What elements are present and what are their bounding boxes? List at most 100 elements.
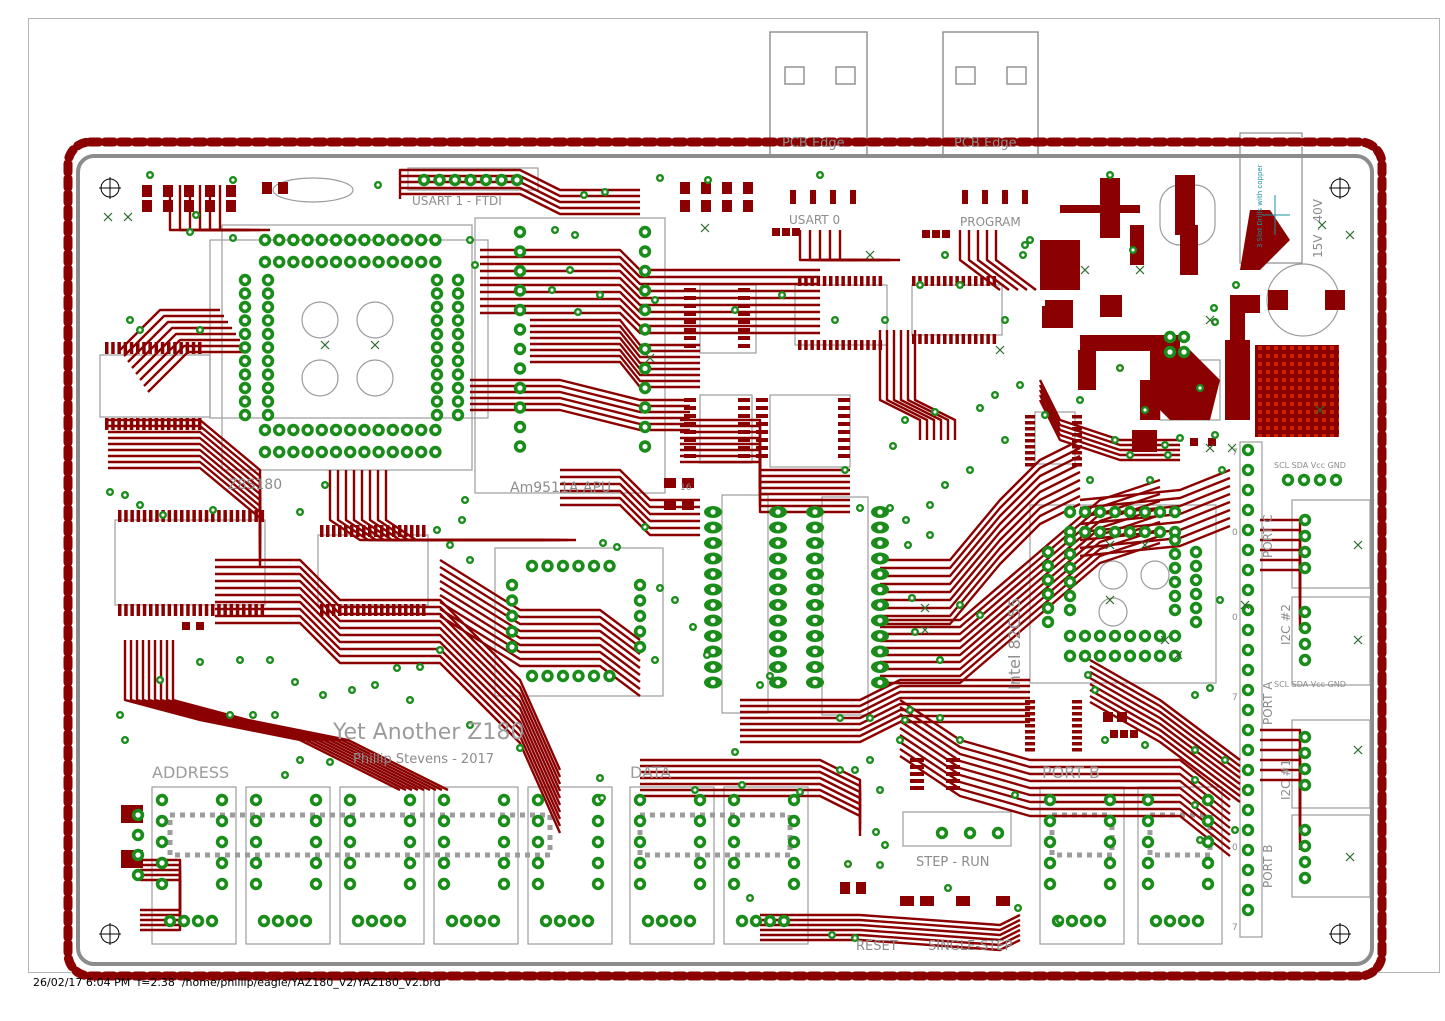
pad-drill (418, 237, 424, 243)
smd-pad (163, 200, 173, 212)
pad-drill (1302, 827, 1308, 833)
pad-drill (517, 229, 523, 235)
pad-drill (1302, 782, 1308, 788)
smd-pad (684, 304, 696, 308)
smd-pad (961, 276, 966, 286)
copper-trace (141, 640, 419, 792)
smd-pad (680, 200, 690, 212)
pad-drill (455, 398, 461, 405)
smd-pad (182, 622, 190, 630)
smd-pad (326, 525, 330, 537)
pad-drill (1285, 477, 1291, 483)
pad-drill (710, 679, 716, 686)
via-drill (1163, 443, 1167, 447)
pad-drill (877, 571, 883, 577)
smd-pad (186, 604, 190, 616)
pad-drill (1157, 653, 1163, 659)
pad-drill (877, 524, 883, 531)
pad-drill (404, 427, 410, 433)
pad-drill (432, 427, 438, 433)
pad-drill (1302, 517, 1308, 523)
copper-trace (530, 336, 700, 365)
smd-pad (211, 510, 215, 522)
smd-pad (111, 418, 115, 430)
pad-drill (305, 237, 311, 243)
pad-drill (276, 449, 282, 455)
smd-pad (798, 276, 802, 286)
pad-drill (1045, 563, 1051, 569)
smd-pad (1072, 433, 1082, 437)
via-drill (928, 533, 932, 537)
pad-drill (637, 818, 643, 824)
smd-pad (1072, 415, 1082, 419)
pad-drill (1302, 625, 1308, 631)
copper-trace (439, 558, 641, 641)
pad-drill (290, 237, 296, 243)
via-drill (843, 468, 847, 472)
smd-pad (738, 454, 750, 458)
via-drill (958, 603, 962, 607)
smd-pad (860, 340, 864, 350)
pad-drill (1181, 349, 1187, 355)
pad-drill (333, 259, 339, 265)
smd-pad (1072, 742, 1082, 746)
pad-drill (1245, 467, 1251, 473)
pad-drill (242, 412, 248, 418)
pad-drill (535, 797, 541, 803)
smd-pad (1025, 415, 1035, 419)
pad-drill (1302, 565, 1308, 571)
smd-pad (142, 200, 152, 212)
via-drill (1103, 738, 1107, 742)
smd-pad (1025, 742, 1035, 746)
copper-trace (880, 506, 1161, 650)
pad-drill (390, 427, 396, 433)
pad-drill (347, 797, 353, 803)
pad-drill (407, 860, 413, 866)
test-point-mark (1345, 852, 1355, 862)
pad-drill (517, 385, 523, 391)
smd-pad (124, 604, 128, 616)
apu-pin-label: 16 (680, 483, 692, 493)
smd-pad (332, 525, 336, 537)
copper-trace (530, 348, 700, 377)
pad-drill (509, 628, 515, 635)
pad-drill (1082, 653, 1088, 659)
smd-pad (912, 334, 916, 344)
smd-pad (838, 446, 850, 450)
pad-drill (637, 839, 643, 845)
pad-drill (1167, 918, 1173, 924)
pad-drill (535, 860, 541, 866)
pad-drill (455, 344, 461, 351)
pad-drill (775, 679, 781, 686)
pad-drill (812, 524, 818, 531)
copper-trace (439, 579, 641, 662)
smd-pad (180, 604, 184, 616)
via-drill (1043, 413, 1047, 417)
pad-drill (995, 830, 1001, 836)
pad-drill (361, 237, 367, 243)
pad-drill (731, 839, 737, 845)
smd-pad (684, 296, 696, 300)
smd-pad (738, 430, 750, 434)
pad-drill (434, 277, 440, 283)
smd-pad (154, 418, 159, 430)
test-point-mark (1317, 220, 1327, 230)
copper-trace (740, 678, 1030, 702)
smd-pad (248, 510, 252, 522)
pad-drill (333, 237, 339, 243)
smd-pad (956, 896, 970, 906)
copper-trace (899, 727, 1231, 829)
via-drill (298, 758, 302, 762)
copper-trace (880, 502, 1081, 626)
pad-drill (276, 259, 282, 265)
smd-pad (756, 454, 768, 458)
via-drill (748, 896, 752, 900)
pad-drill (253, 818, 259, 824)
via-drill (553, 228, 557, 232)
via-drill (1021, 253, 1025, 257)
pad-drill (1172, 607, 1178, 613)
pad-drill (595, 860, 601, 866)
pad-drill (219, 881, 225, 887)
smd-pad (332, 604, 336, 616)
